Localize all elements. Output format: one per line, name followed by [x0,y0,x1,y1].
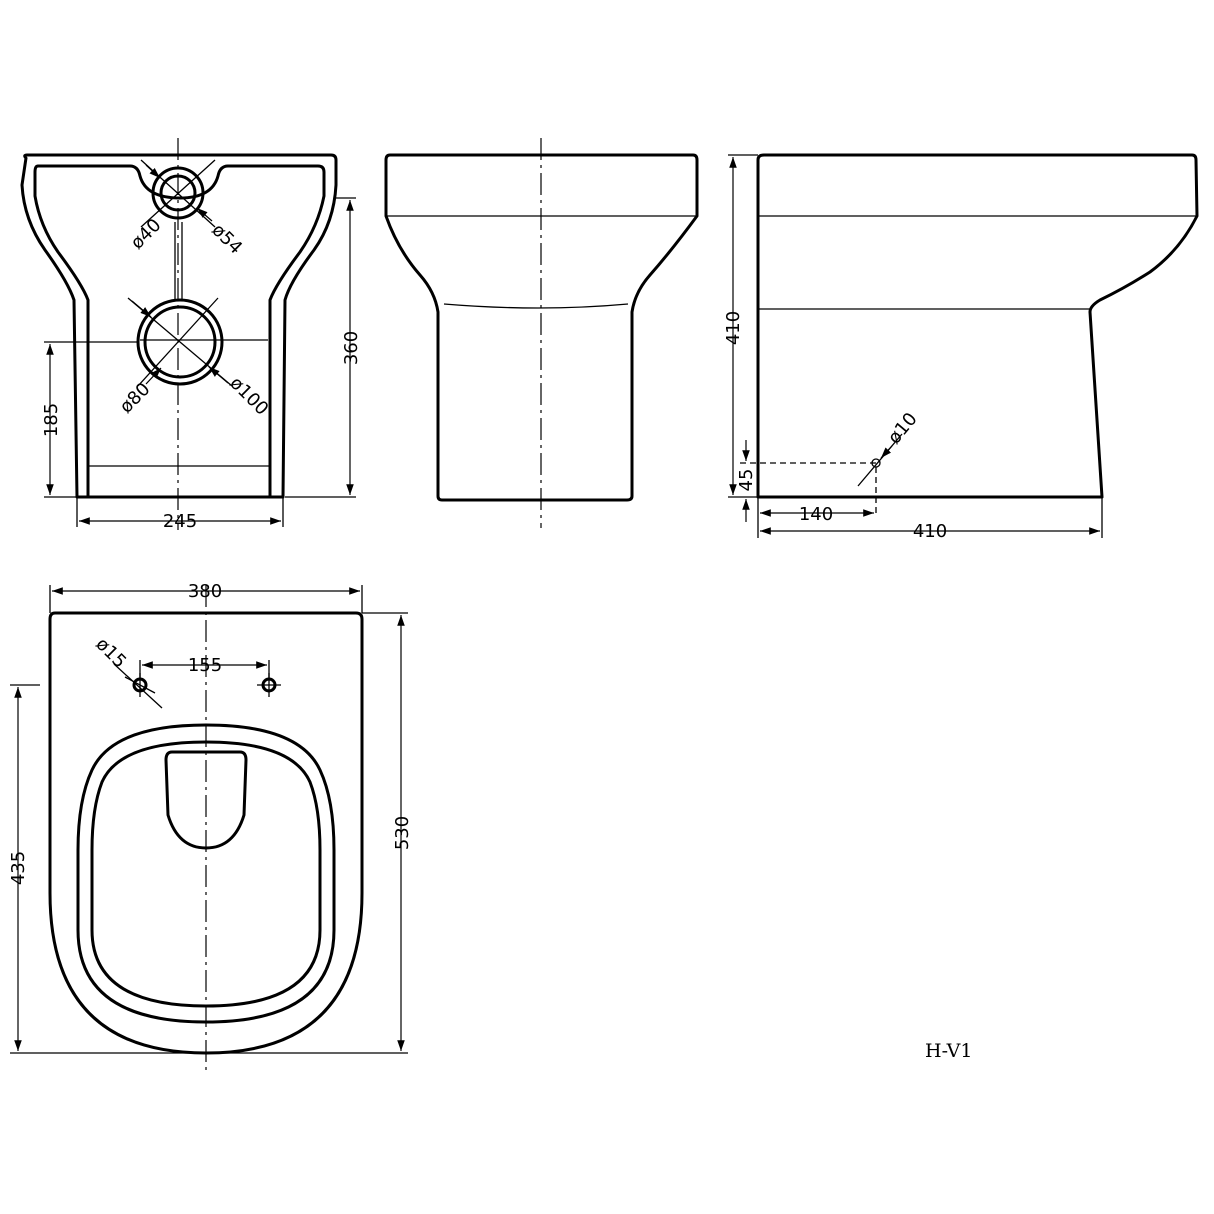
outlet-arrow [145,367,162,385]
inlet-outer-circle [151,166,205,220]
fixing-hole-leader [113,663,163,709]
drawing-code: H-V1 [925,1040,972,1062]
dim-label-dia-10: ø10 [884,409,922,448]
front-elevation-outline [384,153,699,502]
top-view: ø15 155 380 530 435 [8,581,413,1075]
dim-label-185: 185 [41,403,62,437]
dim-label-dia-100: ø100 [225,373,272,420]
outlet-inner-circle [143,305,217,379]
dim-label-155: 155 [188,655,222,676]
dim-label-dia-15: ø15 [91,634,130,673]
dim-label-45: 45 [736,469,757,492]
front-view: ø40 ø54 ø80 ø100 360 185 245 [20,138,362,532]
dim-label-dia-40: ø40 [127,215,166,254]
dim-label-245: 245 [163,511,197,532]
inlet-arrow [196,207,213,222]
inlet-inner-circle [159,174,197,212]
front-view-outer-outline [20,153,338,499]
dim-label-530: 530 [392,816,413,850]
inlet-diameter-leader [140,159,216,228]
dim-label-dia-80: ø80 [116,379,155,418]
front-elevation [384,138,699,528]
outlet-arrow [131,300,152,318]
front-elevation-waist-line [443,303,629,309]
inlet-arrow [145,164,161,179]
dim-label-140: 140 [799,504,833,525]
dim-label-380: 380 [188,581,222,602]
side-view: 410 45 ø10 140 410 [723,153,1199,542]
side-view-outline [756,153,1199,499]
front-view-inner-outline [33,164,326,499]
dim-label-410-depth: 410 [913,521,947,542]
dim-label-360: 360 [341,331,362,365]
dim-label-435: 435 [8,851,29,885]
fixing-hole-leader [857,433,903,487]
dim-label-410-height: 410 [723,311,744,345]
fixing-hole-arrow [880,445,893,459]
outlet-arrow [208,366,229,384]
